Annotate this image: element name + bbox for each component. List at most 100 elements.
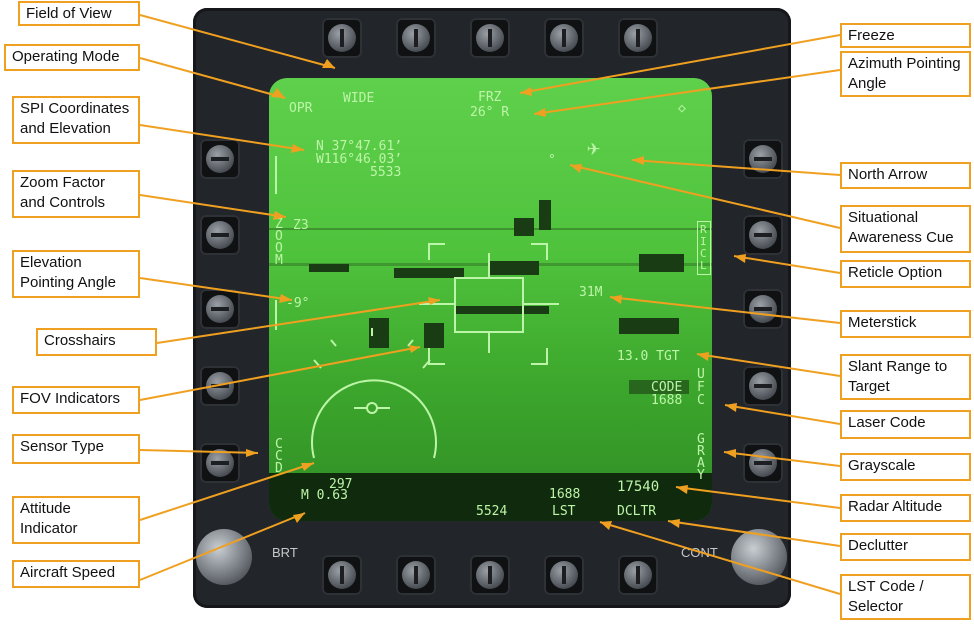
leader-spi — [139, 124, 305, 151]
callout-freeze: Freeze — [840, 23, 971, 48]
leader-azimuth — [533, 69, 841, 115]
terrain-feature — [424, 323, 444, 348]
zoom-letter: M — [275, 253, 283, 268]
freeze-label[interactable]: FRZ — [478, 90, 502, 105]
terrain-feature — [454, 306, 549, 314]
osb-top-2[interactable] — [396, 18, 436, 58]
ufc-letter: U — [697, 367, 705, 382]
terrain-feature — [369, 318, 389, 348]
callout-grayscale: Grayscale — [840, 453, 971, 481]
osb-top-3[interactable] — [470, 18, 510, 58]
leader-crosshairs — [156, 299, 441, 344]
leader-lst-code — [599, 521, 841, 595]
leader-north-arrow — [631, 159, 841, 176]
osb-bottom-4[interactable] — [544, 555, 584, 595]
leader-sensor-type — [139, 449, 259, 454]
gray-letter: Y — [697, 468, 705, 483]
slant-range: 13.0 TGT — [617, 349, 680, 364]
osb-5524-label[interactable]: 5524 — [476, 504, 508, 519]
elevation-scale — [275, 156, 277, 194]
osb-top-5[interactable] — [618, 18, 658, 58]
hud-symbology — [311, 243, 559, 459]
operating-mode-label[interactable]: OPR — [289, 101, 313, 116]
leader-fov-indicators — [139, 346, 421, 401]
callout-fov-indicators: FOV Indicators — [12, 386, 140, 414]
callout-field-of-view: Field of View — [18, 1, 140, 26]
diamond-icon: ◇ — [678, 101, 686, 116]
osb-left-1[interactable] — [200, 139, 240, 179]
ricl-letter: L — [700, 259, 707, 272]
arrowhead — [428, 297, 440, 305]
osb-left-3[interactable] — [200, 289, 240, 329]
arrowhead — [570, 164, 582, 173]
aircraft-speed: M 0.63 — [301, 488, 348, 503]
ufc-letter: F — [697, 380, 705, 395]
osb-bottom-2[interactable] — [396, 555, 436, 595]
osb-left-5[interactable] — [200, 443, 240, 483]
osb-right-5[interactable] — [743, 443, 783, 483]
north-arrow-icon: ✈ — [587, 136, 601, 161]
fov-label[interactable]: WIDE — [343, 91, 375, 106]
arrowhead — [291, 144, 304, 153]
callout-slant-range: Slant Range to Target — [840, 354, 971, 400]
fov-bracket-tr — [531, 243, 548, 260]
osb-right-4[interactable] — [743, 366, 783, 406]
osb-left-2[interactable] — [200, 215, 240, 255]
arrowhead — [734, 254, 746, 263]
arrowhead — [632, 156, 644, 165]
osb-bottom-5[interactable] — [618, 555, 658, 595]
spi-latitude: N 37°47.61’ — [316, 139, 403, 154]
ricl-letter: C — [700, 247, 707, 260]
gray-letter: G — [697, 432, 705, 447]
arrowhead — [322, 59, 335, 68]
laser-code-value: 1688 — [651, 393, 683, 408]
arrowhead — [520, 87, 532, 96]
osb-right-2[interactable] — [743, 215, 783, 255]
terrain-feature — [539, 200, 551, 230]
leader-freeze — [519, 34, 841, 94]
terrain-feature — [639, 254, 684, 272]
callout-radar-altitude: Radar Altitude — [840, 494, 971, 522]
osb-bottom-3[interactable] — [470, 555, 510, 595]
osb-top-4[interactable] — [544, 18, 584, 58]
arrowhead — [271, 88, 285, 98]
callout-sa-cue: Situational Awareness Cue — [840, 205, 971, 253]
arrowhead — [725, 403, 737, 412]
gray-letter: R — [697, 444, 705, 459]
zoom-letter: O — [275, 229, 283, 244]
zoom-letter: Z — [275, 217, 283, 232]
callout-crosshairs: Crosshairs — [36, 328, 157, 356]
arrowhead — [534, 108, 546, 117]
ricl-letter: R — [700, 223, 707, 236]
leader-sa-cue — [569, 164, 841, 229]
leader-field-of-view — [139, 14, 336, 69]
heading-readout: 297 — [329, 477, 353, 492]
osb-right-3[interactable] — [743, 289, 783, 329]
radar-altitude: 17540 — [617, 479, 660, 495]
ccd-letter: D — [275, 461, 283, 476]
lst-selector[interactable]: LST — [552, 504, 576, 519]
fov-bracket-bl — [428, 348, 445, 365]
brt-label: BRT — [272, 545, 298, 560]
leader-radar-alt — [675, 486, 841, 509]
leader-elev-pointing — [139, 277, 293, 301]
arrowhead — [293, 513, 305, 523]
terrain-feature — [309, 264, 349, 272]
callout-azimuth: Azimuth Pointing Angle — [840, 51, 971, 97]
terrain-feature — [394, 268, 464, 278]
leader-attitude — [139, 462, 315, 521]
reticle-option[interactable]: R I C L — [697, 221, 711, 275]
declutter-button[interactable]: DCLTR — [617, 504, 657, 519]
leader-grayscale — [723, 451, 841, 467]
callout-speed: Aircraft Speed — [12, 560, 140, 588]
callout-attitude: Attitude Indicator — [12, 496, 140, 544]
osb-right-1[interactable] — [743, 139, 783, 179]
callout-declutter: Declutter — [840, 533, 971, 561]
osb-bottom-1[interactable] — [322, 555, 362, 595]
leader-zoom — [139, 194, 287, 218]
arrowhead — [610, 295, 622, 304]
callout-meterstick: Meterstick — [840, 310, 971, 338]
callout-operating-mode: Operating Mode — [4, 44, 140, 71]
osb-top-1[interactable] — [322, 18, 362, 58]
